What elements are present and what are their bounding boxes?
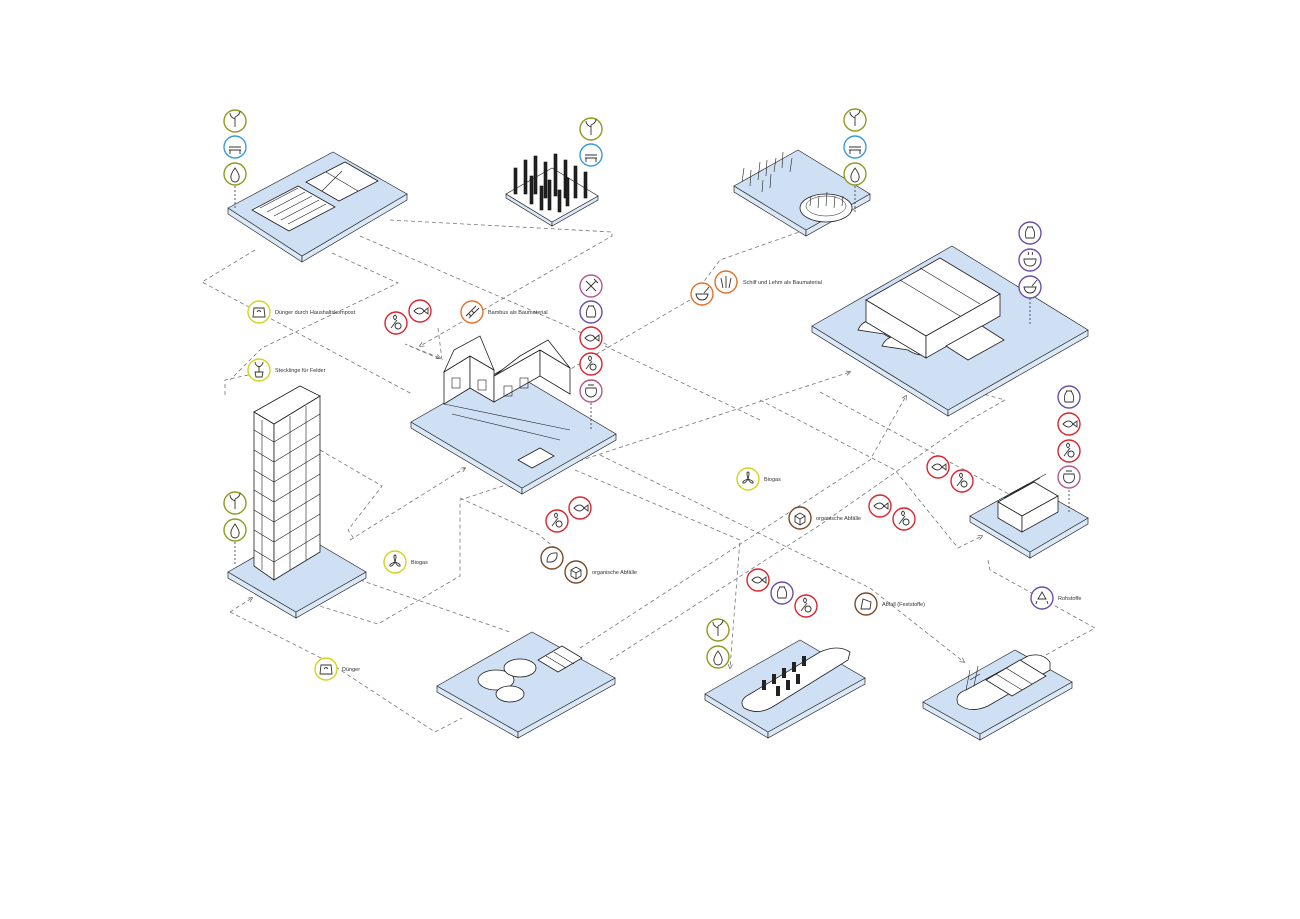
houseboat-platform xyxy=(812,246,1088,416)
solid-waste-icon xyxy=(855,593,877,615)
reed-platform xyxy=(734,150,870,236)
flow-line xyxy=(600,455,964,662)
bowl-icon xyxy=(1019,276,1041,298)
flow-line xyxy=(605,346,760,420)
vegetables-icon xyxy=(795,595,817,617)
plant-icon xyxy=(844,109,866,131)
vegetables-icon xyxy=(893,508,915,530)
fish-icon xyxy=(1058,413,1080,435)
bench-icon xyxy=(844,136,866,158)
label-bambus-baumaterial: Bambus als Baumaterial xyxy=(488,310,548,316)
label-duenger: Dünger xyxy=(342,667,360,673)
water-drop-icon xyxy=(224,519,246,541)
vase-icon xyxy=(771,582,793,604)
vegetables-icon xyxy=(1058,440,1080,462)
label-abfall-feststoffe: Abfall (Feststoffe) xyxy=(882,602,925,608)
plant-icon xyxy=(707,619,729,641)
label-duenger-haushaltskompost: Dünger durch Haushaltskompost xyxy=(275,310,356,316)
reed-icon xyxy=(715,271,737,293)
compost-bag-icon xyxy=(315,658,337,680)
water-drop-icon xyxy=(844,163,866,185)
fish-icon xyxy=(869,495,891,517)
flow-line xyxy=(230,598,252,612)
bamboo-icon xyxy=(461,301,483,323)
vegetables-icon xyxy=(951,470,973,492)
fish-icon xyxy=(927,456,949,478)
seedling-icon xyxy=(248,359,270,381)
flow-line xyxy=(360,580,510,632)
fish-icon xyxy=(580,327,602,349)
fish-icon xyxy=(569,497,591,519)
leaf-icon xyxy=(541,547,563,569)
plant-icon xyxy=(224,110,246,132)
vegetables-icon xyxy=(546,510,568,532)
flow-line xyxy=(562,230,805,374)
recycling-platform xyxy=(923,650,1072,740)
vase-icon xyxy=(580,301,602,323)
biogas-icon xyxy=(737,468,759,490)
cup-icon xyxy=(1019,249,1041,271)
flow-line xyxy=(460,498,560,552)
bench-icon xyxy=(224,136,246,158)
bamboo-platform xyxy=(506,154,598,226)
pot-icon xyxy=(580,380,602,402)
fish-icon xyxy=(747,569,769,591)
vegetables-icon xyxy=(580,353,602,375)
box-icon xyxy=(789,507,811,529)
biogas-icon xyxy=(384,551,406,573)
vase-icon xyxy=(1019,222,1041,244)
vase-icon xyxy=(1058,386,1080,408)
tools-icon xyxy=(580,275,602,297)
box-icon xyxy=(565,561,587,583)
label-biogas-left: Biogas xyxy=(411,560,428,566)
field-platform xyxy=(228,152,407,262)
flow-line xyxy=(320,450,382,540)
clay-bowl-icon xyxy=(691,283,713,305)
tower-platform xyxy=(228,386,366,618)
water-drop-icon xyxy=(707,646,729,668)
fish-icon xyxy=(409,300,431,322)
label-rohstoffe: Rohstoffe xyxy=(1058,596,1081,602)
label-organische-abfaelle-center: organische Abfälle xyxy=(592,570,637,576)
flow-line xyxy=(350,468,465,540)
bench-icon xyxy=(580,144,602,166)
recycle-icon xyxy=(1031,587,1053,609)
water-drop-icon xyxy=(224,163,246,185)
label-biogas-center: Biogas xyxy=(764,477,781,483)
plant-icon xyxy=(224,492,246,514)
vegetables-icon xyxy=(385,312,407,334)
label-organische-abfaelle-right: organische Abfälle xyxy=(816,516,861,522)
compost-bag-icon xyxy=(248,301,270,323)
pot-icon xyxy=(1058,466,1080,488)
biogas-platform xyxy=(437,632,615,738)
label-stecklinge-felder: Stecklinge für Felder xyxy=(275,368,326,374)
plant-icon xyxy=(580,118,602,140)
label-schilf-lehm-baumaterial: Schilf und Lehm als Baumaterial xyxy=(743,280,822,286)
flow-line xyxy=(390,220,612,346)
